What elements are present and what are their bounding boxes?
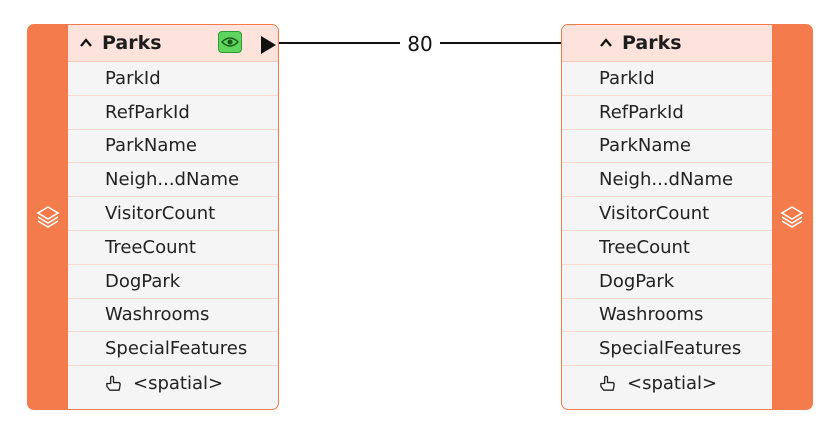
right-feature-type-node[interactable]: Parks ParkId RefParkId ParkName Neigh...…	[561, 24, 813, 410]
layers-icon	[36, 206, 60, 228]
attribute-row[interactable]: RefParkId	[68, 96, 278, 130]
attribute-row[interactable]: Washrooms	[68, 299, 278, 333]
attribute-row[interactable]: RefParkId	[562, 96, 772, 130]
attribute-row[interactable]: ParkName	[562, 130, 772, 164]
chevron-up-icon[interactable]	[79, 36, 93, 50]
attribute-list: ParkId RefParkId ParkName Neigh...dName …	[68, 62, 278, 400]
geometry-row[interactable]: <spatial>	[562, 366, 772, 400]
node-panel: Parks ParkId RefParkId ParkName Neigh...…	[68, 25, 278, 409]
attribute-row[interactable]: ParkName	[68, 130, 278, 164]
attribute-row[interactable]: VisitorCount	[68, 197, 278, 231]
geometry-label: <spatial>	[627, 372, 718, 394]
pointing-hand-icon	[106, 375, 121, 391]
attribute-row[interactable]: Neigh...dName	[68, 163, 278, 198]
node-panel: Parks ParkId RefParkId ParkName Neigh...…	[562, 25, 772, 409]
attribute-row[interactable]: VisitorCount	[562, 197, 772, 231]
node-header[interactable]: Parks	[68, 25, 278, 62]
attribute-row[interactable]: SpecialFeatures	[562, 332, 772, 367]
node-title: Parks	[102, 32, 162, 54]
chevron-up-icon[interactable]	[599, 36, 613, 50]
eye-icon	[221, 37, 239, 47]
attribute-list: ParkId RefParkId ParkName Neigh...dName …	[562, 62, 772, 400]
attribute-row[interactable]: DogPark	[68, 265, 278, 299]
attribute-row[interactable]: TreeCount	[68, 231, 278, 265]
pointing-hand-icon	[600, 375, 615, 391]
attribute-row[interactable]: Neigh...dName	[562, 163, 772, 198]
attribute-row[interactable]: Washrooms	[562, 299, 772, 333]
attribute-row[interactable]: SpecialFeatures	[68, 332, 278, 367]
left-feature-type-node[interactable]: Parks ParkId RefParkId ParkName Neigh...…	[27, 24, 279, 410]
geometry-row[interactable]: <spatial>	[68, 366, 278, 400]
attribute-row[interactable]: TreeCount	[562, 231, 772, 265]
node-title: Parks	[622, 32, 682, 54]
node-side-strip[interactable]	[28, 25, 68, 409]
node-side-strip[interactable]	[772, 25, 812, 409]
inspect-button[interactable]	[218, 31, 242, 53]
connection-feature-count: 80	[400, 32, 440, 56]
node-header[interactable]: Parks	[562, 25, 772, 62]
attribute-row[interactable]: DogPark	[562, 265, 772, 299]
attribute-row[interactable]: ParkId	[68, 62, 278, 96]
layers-icon	[780, 206, 804, 228]
output-port[interactable]	[261, 36, 276, 54]
geometry-label: <spatial>	[133, 372, 224, 394]
attribute-row[interactable]: ParkId	[562, 62, 772, 96]
